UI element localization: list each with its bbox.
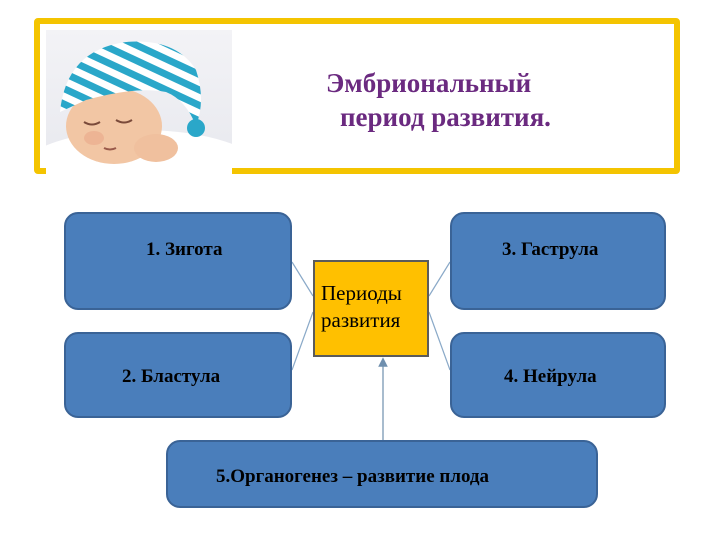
box-blastula: 2. Бластула — [64, 332, 292, 418]
box-neurula: 4. Нейрула — [450, 332, 666, 418]
title-line-1: Эмбриональный — [326, 68, 532, 98]
page-title: Эмбриональный период развития. — [290, 66, 590, 134]
box-blastula-label: 2. Бластула — [122, 366, 221, 387]
center-box-development-periods: Периоды развития — [313, 260, 429, 357]
connector-zygote — [291, 261, 314, 297]
title-line-2: период развития. — [340, 102, 551, 132]
box-organogenesis: 5.Органогенез – развитие плода — [166, 440, 598, 508]
connector-blastula — [291, 311, 314, 371]
connector-gastrula — [428, 261, 451, 297]
box-gastrula: 3. Гаструла — [450, 212, 666, 310]
box-neurula-label: 4. Нейрула — [504, 366, 597, 387]
box-zygote: 1. Зигота — [64, 212, 292, 310]
header-banner: Эмбриональный период развития. — [34, 18, 680, 178]
box-zygote-label: 1. Зигота — [146, 239, 223, 260]
connector-neurula — [428, 311, 451, 371]
center-label: Периоды развития — [321, 281, 402, 332]
box-organogenesis-label: 5.Органогенез – развитие плода — [216, 466, 490, 487]
box-gastrula-label: 3. Гаструла — [502, 239, 599, 260]
sleeping-baby-image — [46, 30, 232, 178]
